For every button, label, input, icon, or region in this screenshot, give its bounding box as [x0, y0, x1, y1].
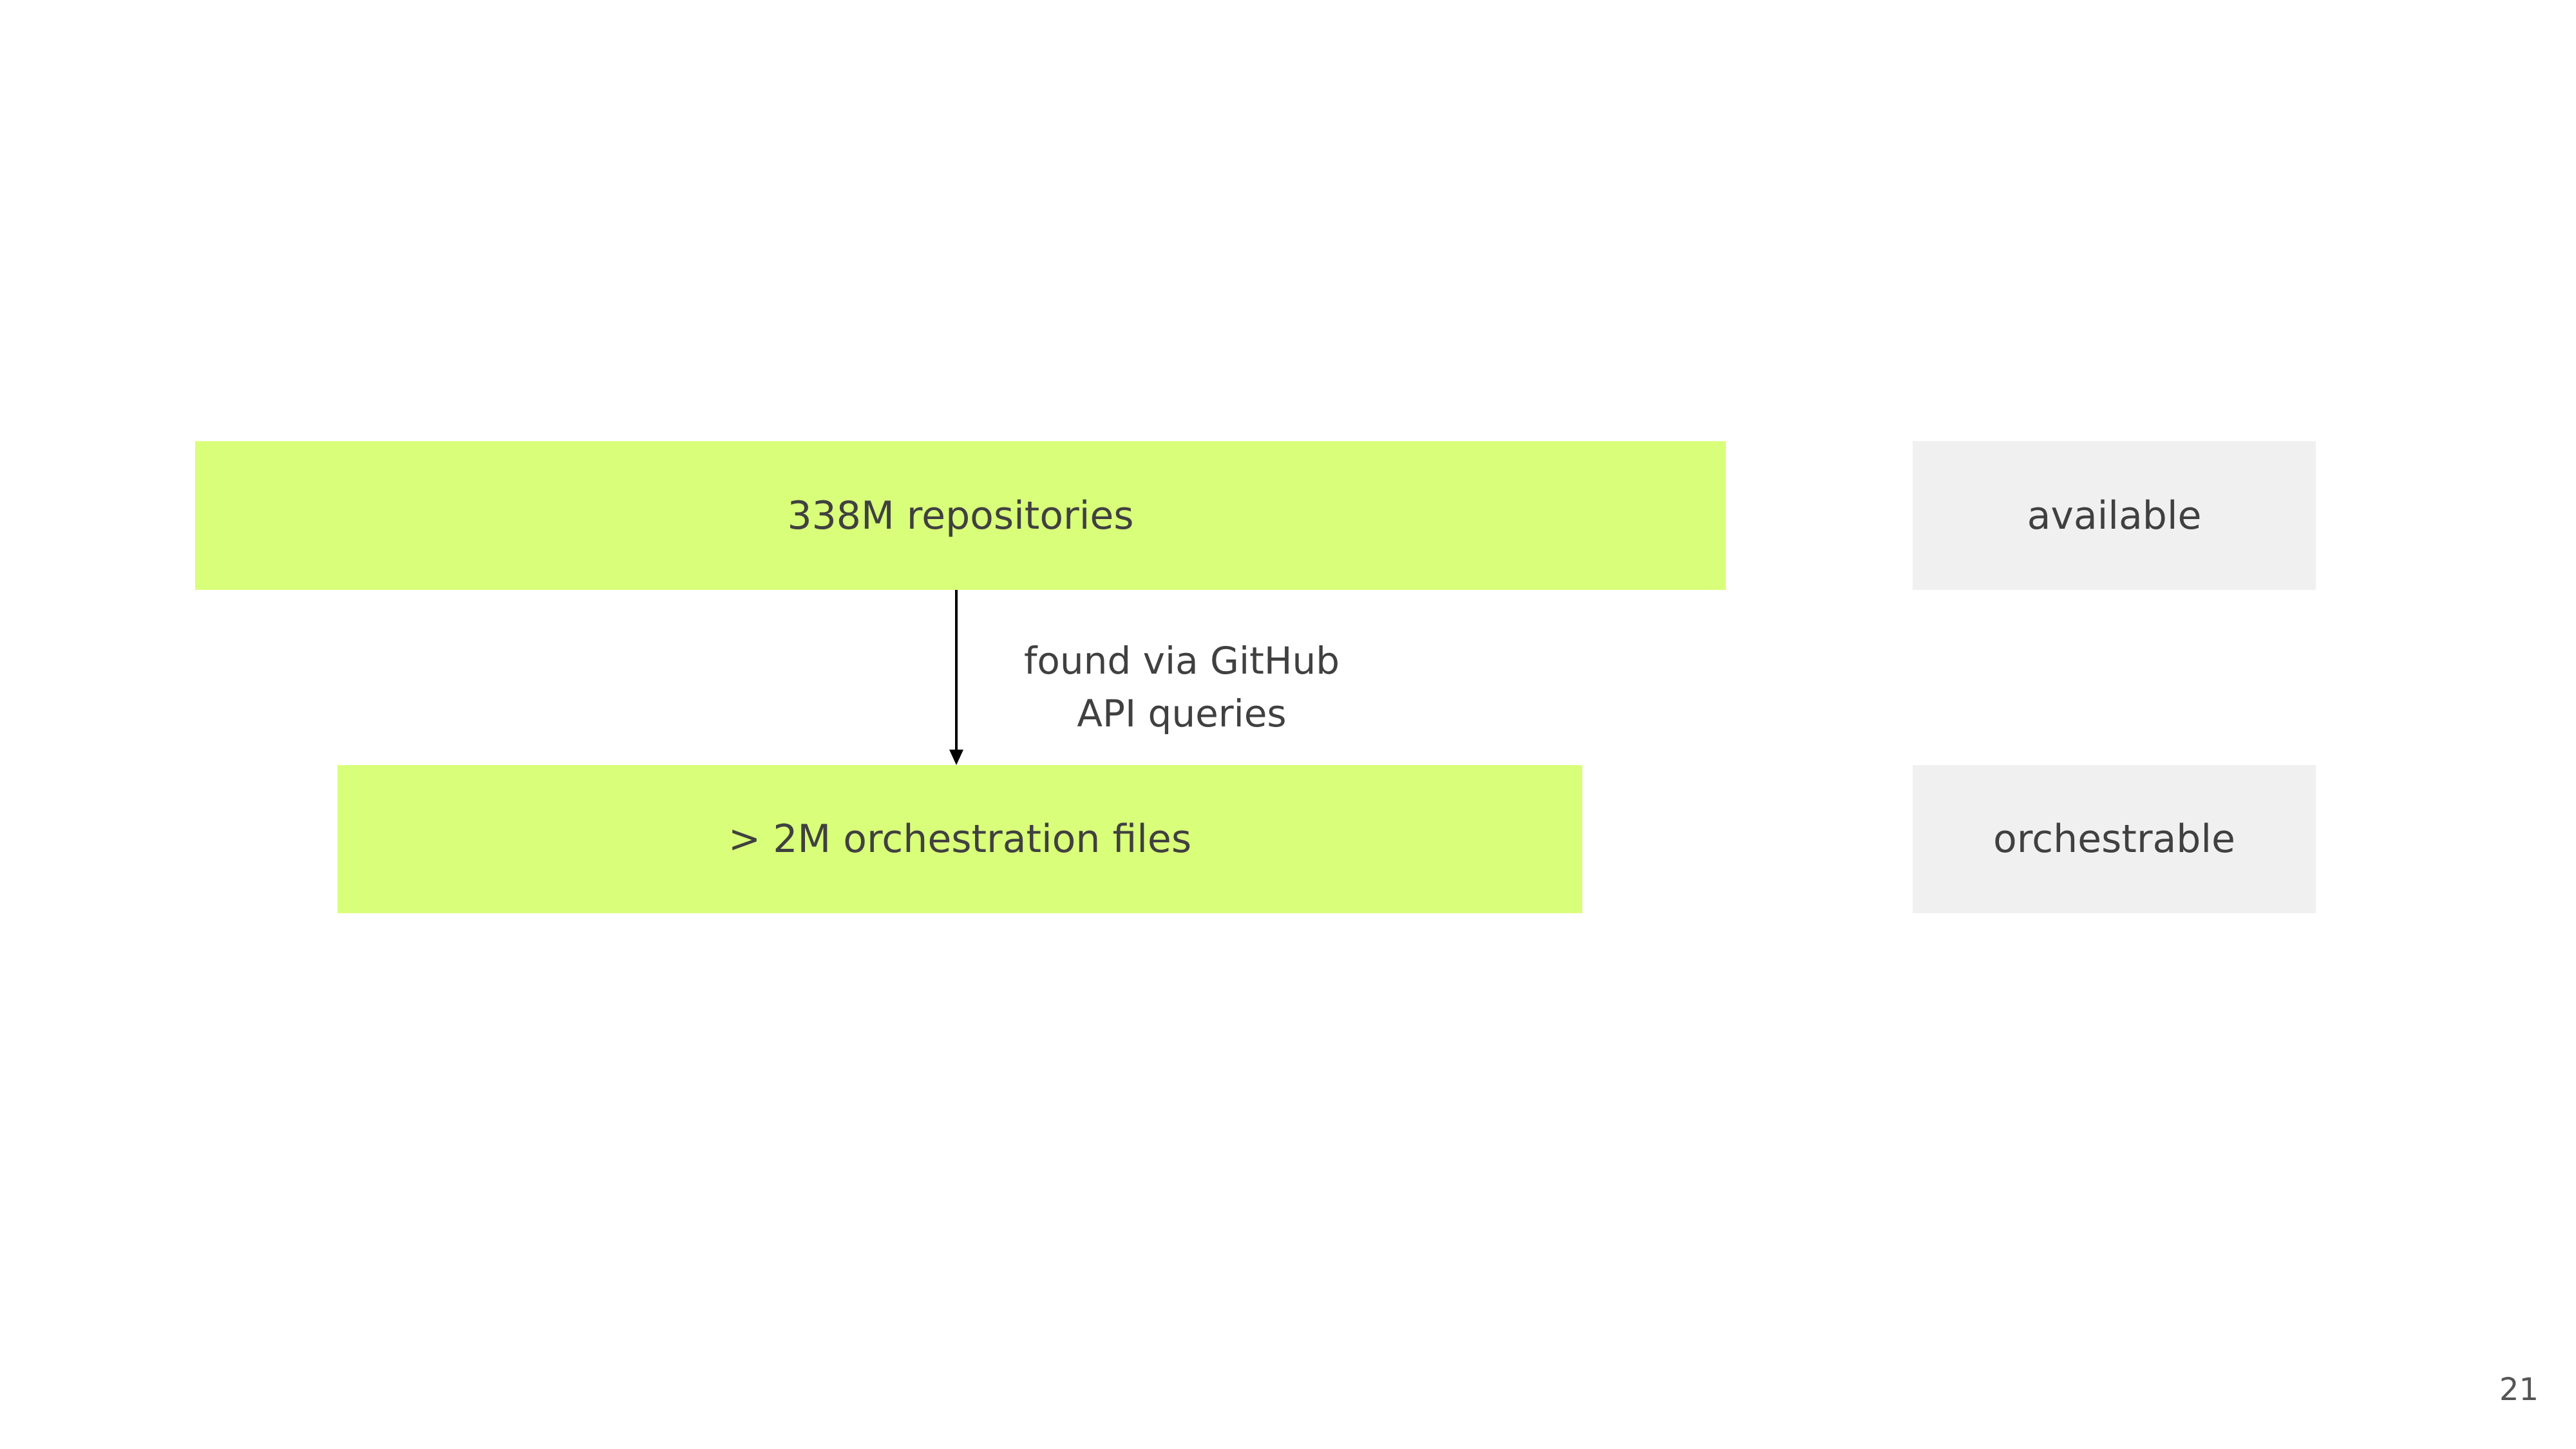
arrow-label-line2: API queries — [1077, 692, 1287, 735]
orchestration-files-box: > 2M orchestration files — [337, 765, 1582, 913]
page-number: 21 — [2499, 1372, 2539, 1408]
orchestration-files-label: > 2M orchestration files — [728, 817, 1192, 862]
arrow-label-line1: found via GitHub — [1023, 639, 1340, 683]
stage-available-label: available — [2027, 493, 2202, 538]
stage-orchestrable: orchestrable — [1913, 765, 2316, 913]
stage-available: available — [1913, 441, 2316, 590]
stage-orchestrable-label: orchestrable — [1993, 817, 2235, 862]
repositories-label: 338M repositories — [787, 493, 1134, 538]
repositories-box: 338M repositories — [195, 441, 1726, 590]
arrow-label: found via GitHub API queries — [966, 634, 1397, 740]
down-arrow-icon — [949, 590, 963, 765]
